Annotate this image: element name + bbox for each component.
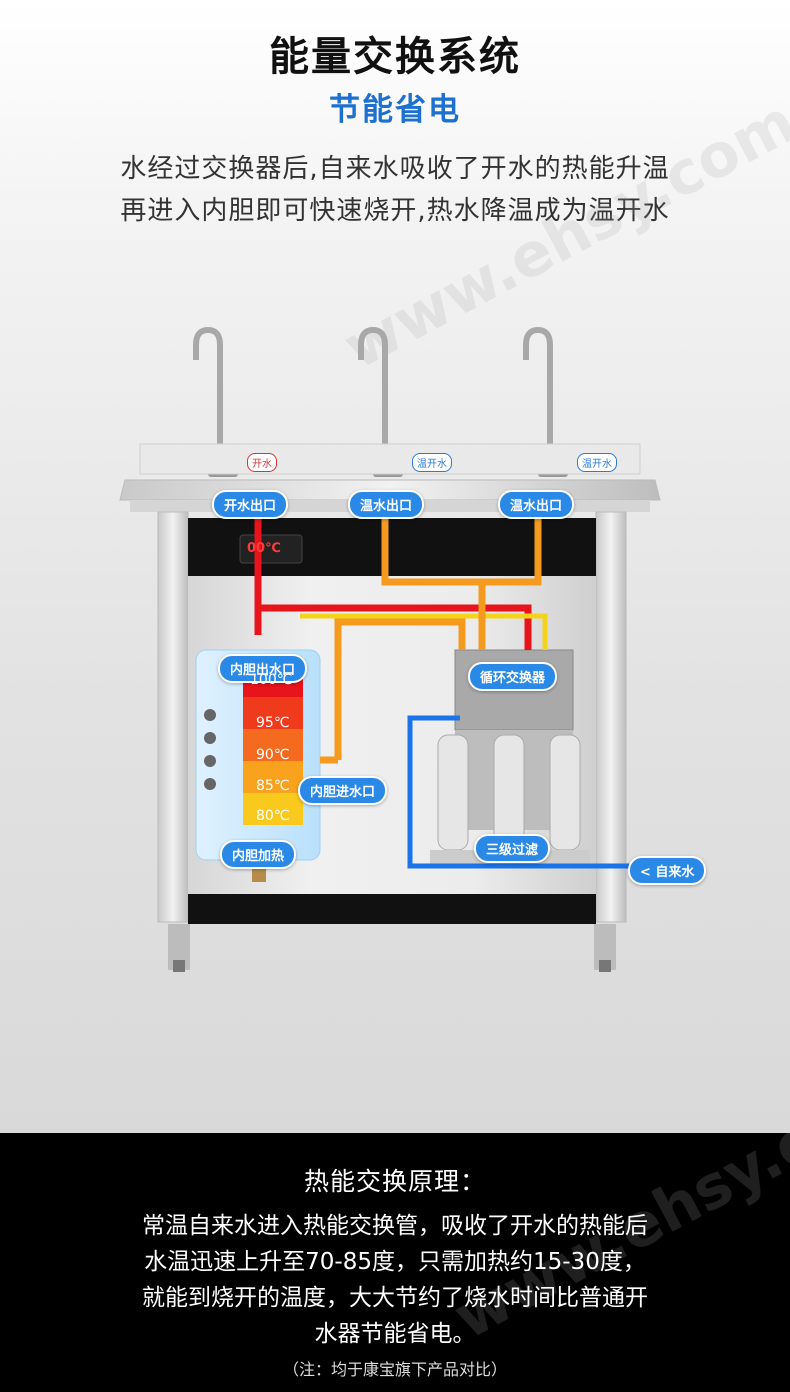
exchanger-label: 循环交换器 <box>468 662 557 691</box>
tap-water-label: < 自来水 <box>628 856 706 885</box>
footer-text: 常温自来水进入热能交换管，吸收了开水的热能后 水温迅速上升至70-85度，只需加… <box>0 1208 790 1352</box>
outlet-label-warm-2: 温水出口 <box>498 490 574 519</box>
faucet-badge-warm-2: 温开水 <box>577 453 617 472</box>
water-dispenser-diagram: 开水出口 温水出口 温水出口 内胆出水口 内胆进水口 内胆加热 循环交换器 三级… <box>0 320 790 1000</box>
footer-note: （注：均于康宝旗下产品对比） <box>0 1356 790 1380</box>
page-subtitle: 节能省电 <box>0 84 790 129</box>
temp-100: 100℃ <box>250 672 292 688</box>
outlet-label-boiling: 开水出口 <box>212 490 288 519</box>
dispenser-illustration <box>0 320 790 1000</box>
display-reading: 00℃ <box>247 541 281 556</box>
temp-95: 95℃ <box>256 715 290 731</box>
outlet-label-warm-1: 温水出口 <box>348 490 424 519</box>
footer-title: 热能交换原理： <box>0 1162 790 1198</box>
footer-line-1: 常温自来水进入热能交换管，吸收了开水的热能后 <box>0 1208 790 1244</box>
page-title: 能量交换系统 <box>0 24 790 82</box>
faucet-badge-boiling: 开水 <box>247 453 277 472</box>
tank-heating-label: 内胆加热 <box>220 840 296 869</box>
tank-inlet-label: 内胆进水口 <box>298 776 387 805</box>
temp-80: 80℃ <box>256 808 290 824</box>
footer-line-2: 水温迅速上升至70-85度，只需加热约15-30度， <box>0 1244 790 1280</box>
faucet-badge-warm-1: 温开水 <box>412 453 452 472</box>
temp-85: 85℃ <box>256 778 290 794</box>
temp-90: 90℃ <box>256 747 290 763</box>
filter-label: 三级过滤 <box>474 834 550 863</box>
footer-line-4: 水器节能省电。 <box>0 1316 790 1352</box>
footer-line-3: 就能到烧开的温度，大大节约了烧水时间比普通开 <box>0 1280 790 1316</box>
